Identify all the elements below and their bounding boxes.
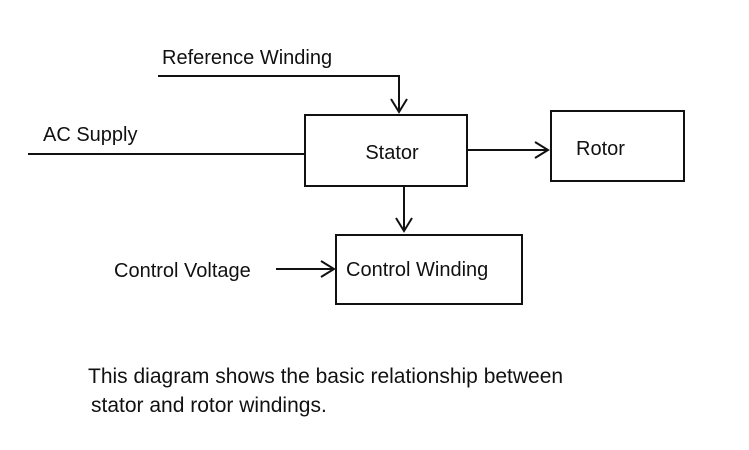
ac-supply-label: AC Supply xyxy=(43,124,138,146)
reference-winding-connector xyxy=(158,75,400,112)
control-voltage-arrowhead xyxy=(320,260,336,278)
stator-block xyxy=(304,114,468,187)
stator-to-rotor-arrowhead xyxy=(534,141,550,159)
rotor-label: Rotor xyxy=(576,138,625,160)
control-winding-label: Control Winding xyxy=(346,259,488,281)
reference-winding-arrowhead xyxy=(390,98,408,114)
diagram-caption: This diagram shows the basic relationshi… xyxy=(88,362,708,420)
stator-label: Stator xyxy=(365,142,419,164)
control-voltage-label: Control Voltage xyxy=(114,260,251,282)
rotor-block xyxy=(550,110,685,182)
caption-line-2: stator and rotor windings. xyxy=(91,394,327,417)
reference-winding-label: Reference Winding xyxy=(162,47,332,69)
stator-to-control-winding-arrowhead xyxy=(395,217,413,233)
control-winding-block xyxy=(335,234,523,305)
caption-line-1: This diagram shows the basic relationshi… xyxy=(88,365,564,388)
